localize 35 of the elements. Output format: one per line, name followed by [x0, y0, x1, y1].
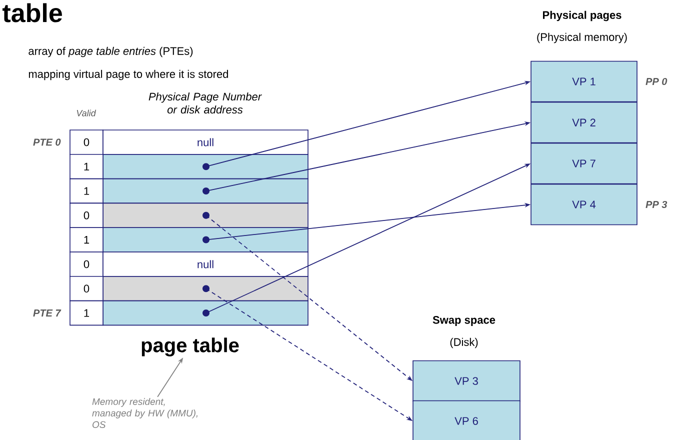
subheading: (Disk): [450, 338, 478, 348]
column-header: Valid: [76, 110, 96, 116]
dot: [202, 188, 210, 194]
page-box: VP 1: [530, 60, 638, 102]
dot: [202, 163, 210, 170]
page-box: VP 2: [530, 102, 638, 144]
caption: page table: [142, 338, 239, 356]
table-cell: 0: [70, 130, 104, 155]
dot: [202, 212, 210, 219]
heading: Swap space: [432, 316, 496, 326]
page-box: VP 6: [412, 400, 520, 440]
dot: [202, 236, 210, 244]
row-label: PTE 7: [33, 310, 62, 316]
note: Memory resident, managed by HW (MMU), OS: [92, 398, 198, 428]
table-cell: 0: [70, 276, 104, 302]
page-number: PP 0: [646, 78, 668, 86]
text-line: array of page table entries (PTEs): [28, 46, 193, 58]
heading: Physical pages: [543, 10, 622, 22]
page-box: VP 7: [530, 142, 638, 184]
text-line: mapping virtual page to where it is stored: [28, 70, 228, 80]
table-cell: 1: [70, 154, 104, 180]
page-box: VP 4: [530, 184, 638, 226]
table-cell: 0: [70, 252, 104, 277]
table-cell: 0: [70, 202, 104, 228]
table-cell: 1: [70, 227, 104, 252]
heading: table: [2, 3, 62, 22]
subheading: (Physical memory): [537, 32, 627, 44]
dot: [202, 310, 210, 316]
dot: [202, 285, 210, 292]
column-header: Physical Page Number or disk address: [148, 92, 262, 114]
page-number: PP 3: [646, 200, 668, 208]
table-cell: 1: [70, 300, 104, 326]
table-cell: 1: [70, 178, 104, 204]
row-label: PTE 0: [33, 138, 61, 146]
page-box: VP 3: [412, 360, 520, 402]
